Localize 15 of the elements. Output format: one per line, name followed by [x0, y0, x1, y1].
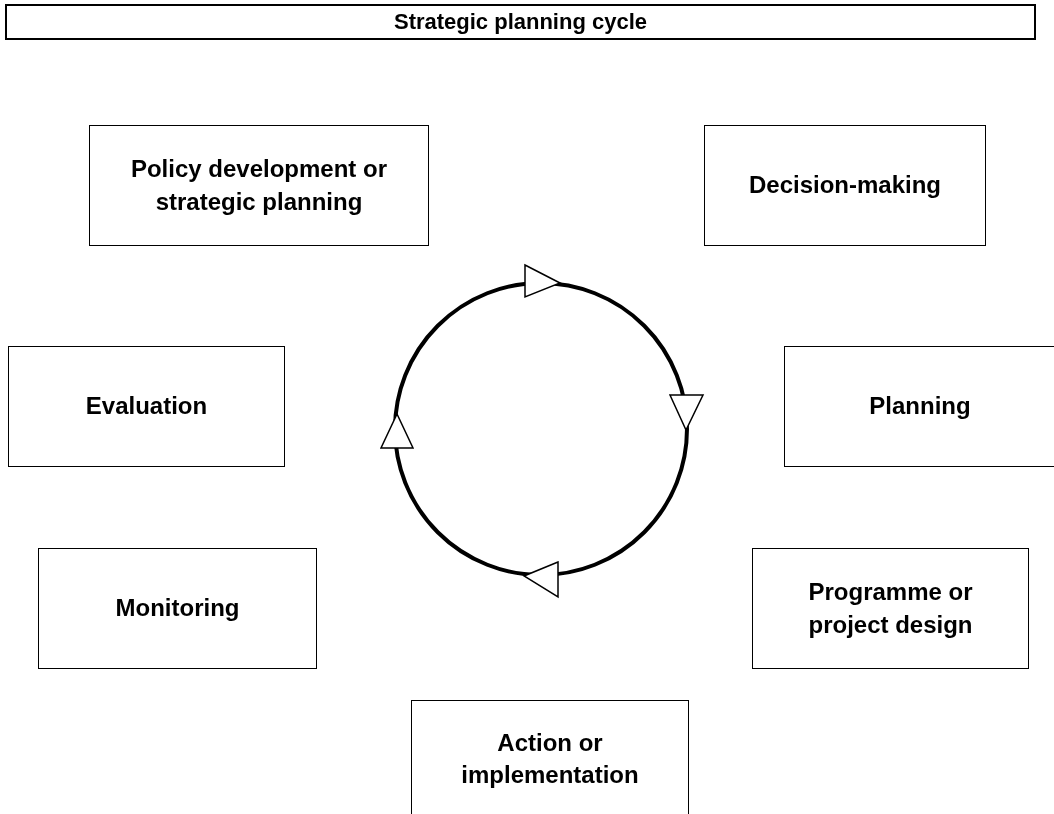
- stage-label: Policy development or strategic planning: [129, 154, 389, 217]
- stage-label: Action or implementation: [460, 727, 640, 790]
- stage-label: Decision-making: [748, 170, 941, 201]
- stage-label: Monitoring: [115, 593, 240, 624]
- stage-label: Evaluation: [85, 391, 208, 422]
- stage-box: [89, 125, 429, 246]
- stage-label: Programme or project design: [807, 577, 974, 640]
- stage-box: [8, 346, 285, 467]
- stage-label: Planning: [869, 391, 971, 422]
- stage-box: [704, 125, 986, 246]
- stage-box: [752, 548, 1029, 669]
- stage-box: [784, 346, 1054, 467]
- stage-box: [411, 700, 689, 814]
- diagram-title: Strategic planning cycle: [393, 9, 648, 35]
- stage-box: [38, 548, 317, 669]
